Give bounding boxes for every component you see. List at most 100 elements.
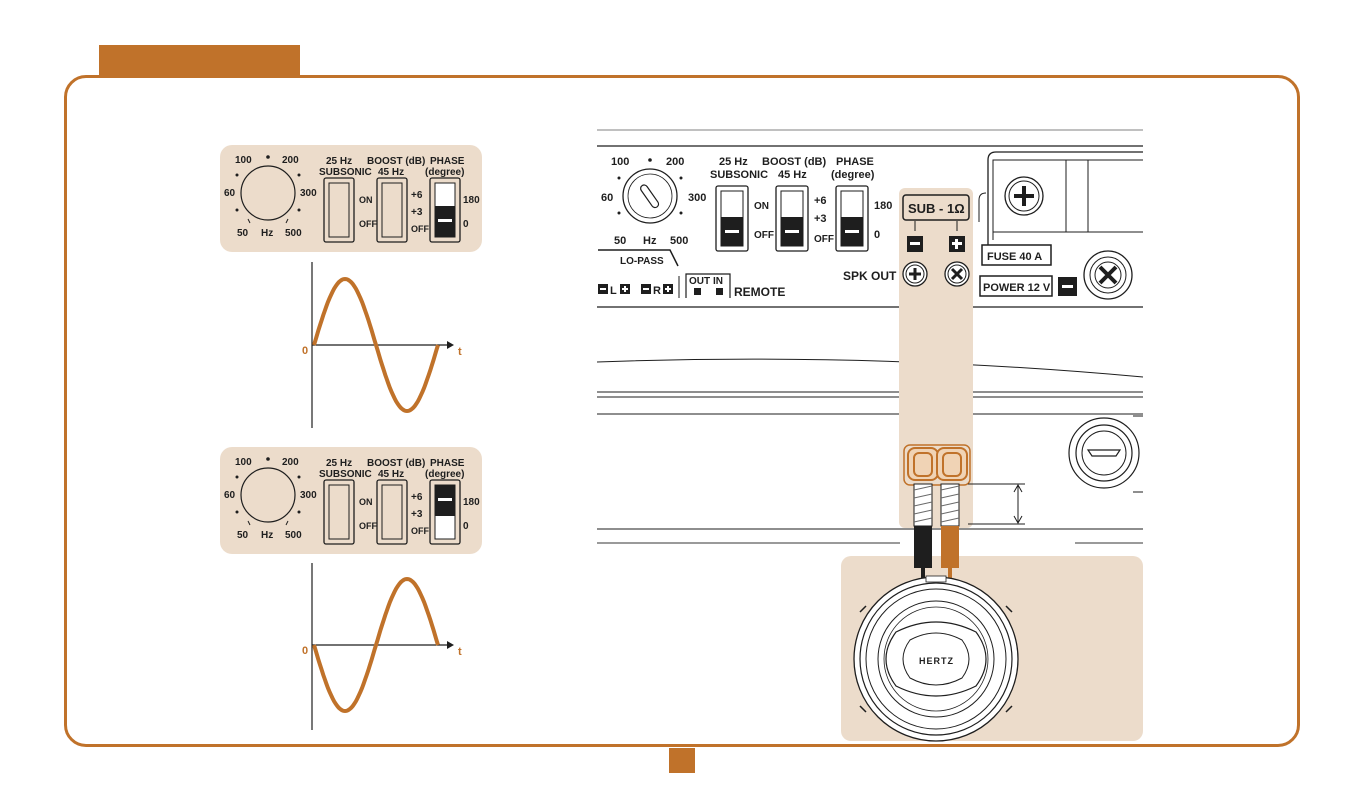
remote-in-label: IN bbox=[713, 276, 723, 287]
amplifier-drawing: 100 200 60 300 50 Hz 500 LO-PASS 25 Hz bbox=[596, 129, 1144, 544]
subwoofer-speaker: HERTZ bbox=[853, 575, 1019, 742]
amp-180: 180 bbox=[874, 200, 892, 212]
boost-off: OFF bbox=[411, 526, 429, 536]
lo-pass-label: LO-PASS bbox=[620, 256, 664, 267]
amp-dial-50: 50 bbox=[614, 235, 626, 247]
dial-unit-hz: Hz bbox=[261, 530, 273, 541]
phase-label-2: (degree) bbox=[425, 469, 464, 480]
header-tab bbox=[99, 45, 300, 75]
dial-tick-500: 500 bbox=[285, 530, 302, 541]
dial-tick-300: 300 bbox=[300, 188, 317, 199]
dial-tick-50: 50 bbox=[237, 530, 249, 541]
dial-tick-200: 200 bbox=[282, 155, 299, 166]
graph-arrow-icon bbox=[447, 641, 454, 649]
amp-phase-1: PHASE bbox=[836, 156, 874, 168]
content-frame bbox=[64, 75, 1300, 747]
strip-length-marker bbox=[968, 483, 1025, 525]
dial-tick-60: 60 bbox=[224, 188, 236, 199]
amp-phase-2: (degree) bbox=[831, 169, 875, 181]
sub-badge-label: SUB - 1Ω bbox=[908, 201, 965, 216]
subsonic-on: ON bbox=[359, 497, 373, 507]
footer-tab bbox=[669, 748, 695, 773]
speaker-connector-plug bbox=[903, 444, 971, 486]
bare-wire-strands bbox=[913, 483, 960, 527]
phase-label-1: PHASE bbox=[430, 156, 465, 167]
amp-dial-200: 200 bbox=[666, 156, 684, 168]
amp-dial-60: 60 bbox=[601, 192, 613, 204]
dial-tick-500: 500 bbox=[285, 228, 302, 239]
speaker-brand-logo: HERTZ bbox=[919, 656, 954, 666]
speaker-terminal-minus bbox=[902, 261, 928, 287]
graph-t-label: t bbox=[458, 346, 462, 358]
boost-plus6: +6 bbox=[411, 190, 423, 201]
subsonic-label-2: SUBSONIC bbox=[319, 469, 372, 480]
subsonic-label-2: SUBSONIC bbox=[319, 167, 372, 178]
phase-0-waveform bbox=[312, 276, 440, 414]
phase-graph-0: 0 t bbox=[302, 262, 462, 428]
amp-off: OFF bbox=[754, 230, 774, 241]
subsonic-off: OFF bbox=[359, 219, 377, 229]
fuse-badge bbox=[981, 244, 1052, 266]
boost-label-2: 45 Hz bbox=[378, 469, 404, 480]
boost-plus3: +3 bbox=[411, 509, 423, 520]
phase-0: 0 bbox=[463, 521, 469, 532]
graph-t-label: t bbox=[458, 646, 462, 658]
amp-subsonic-2: SUBSONIC bbox=[710, 169, 768, 181]
orange-wire-sleeve bbox=[941, 526, 959, 568]
amp-boost-2: 45 Hz bbox=[778, 169, 807, 181]
amp-0: 0 bbox=[874, 229, 880, 241]
phase-180-waveform bbox=[312, 576, 440, 714]
input-r-label: R bbox=[653, 285, 661, 297]
subsonic-label-1: 25 Hz bbox=[326, 156, 352, 167]
dial-tick-50: 50 bbox=[237, 228, 249, 239]
graph-arrow-icon bbox=[447, 341, 454, 349]
input-terminals bbox=[598, 273, 731, 298]
sub-badge bbox=[902, 194, 970, 221]
power-badge bbox=[979, 275, 1053, 297]
boost-plus3: +3 bbox=[411, 207, 423, 218]
speaker-terminal-plus bbox=[944, 261, 970, 287]
amp-plus3: +3 bbox=[814, 213, 827, 225]
amp-dial-500: 500 bbox=[670, 235, 688, 247]
boost-plus6: +6 bbox=[411, 492, 423, 503]
remote-label: REMOTE bbox=[734, 285, 785, 299]
subsonic-on: ON bbox=[359, 195, 373, 205]
power-label: POWER 12 V bbox=[983, 282, 1051, 294]
boost-off: OFF bbox=[411, 224, 429, 234]
phase-graph-180: 0 t bbox=[302, 563, 462, 730]
subsonic-label-1: 25 Hz bbox=[326, 458, 352, 469]
power-terminal bbox=[1083, 250, 1133, 300]
dial-tick-300: 300 bbox=[300, 490, 317, 501]
spk-out-label: SPK OUT bbox=[843, 269, 897, 283]
fuse-label: FUSE 40 A bbox=[987, 251, 1042, 263]
dial-tick-60: 60 bbox=[224, 490, 236, 501]
control-panel-phase-180 bbox=[219, 446, 483, 555]
boost-label-1: BOOST (dB) bbox=[367, 458, 425, 469]
amp-dial-hz: Hz bbox=[643, 235, 657, 247]
phase-0: 0 bbox=[463, 219, 469, 230]
phase-label-2: (degree) bbox=[425, 167, 464, 178]
graph-origin-label: 0 bbox=[302, 345, 308, 357]
remote-out-label: OUT bbox=[689, 276, 710, 287]
fuse-housing bbox=[978, 151, 1143, 248]
amp-plus6: +6 bbox=[814, 195, 827, 207]
amp-dial-300: 300 bbox=[688, 192, 706, 204]
dial-tick-200: 200 bbox=[282, 457, 299, 468]
amp-switches bbox=[715, 185, 869, 252]
boost-label-1: BOOST (dB) bbox=[367, 156, 425, 167]
amp-boost-1: BOOST (dB) bbox=[762, 156, 826, 168]
phase-label-1: PHASE bbox=[430, 458, 465, 469]
dial-tick-100: 100 bbox=[235, 155, 252, 166]
phase-180: 180 bbox=[463, 497, 480, 508]
input-l-label: L bbox=[610, 285, 617, 297]
boost-label-2: 45 Hz bbox=[378, 167, 404, 178]
control-panel-phase-0 bbox=[219, 144, 483, 253]
dial-unit-hz: Hz bbox=[261, 228, 273, 239]
amp-on: ON bbox=[754, 201, 769, 212]
lowpass-dial bbox=[598, 158, 683, 267]
dial-tick-100: 100 bbox=[235, 457, 252, 468]
phase-180: 180 bbox=[463, 195, 480, 206]
black-wire-sleeve bbox=[914, 526, 932, 568]
side-knob bbox=[1068, 415, 1143, 493]
